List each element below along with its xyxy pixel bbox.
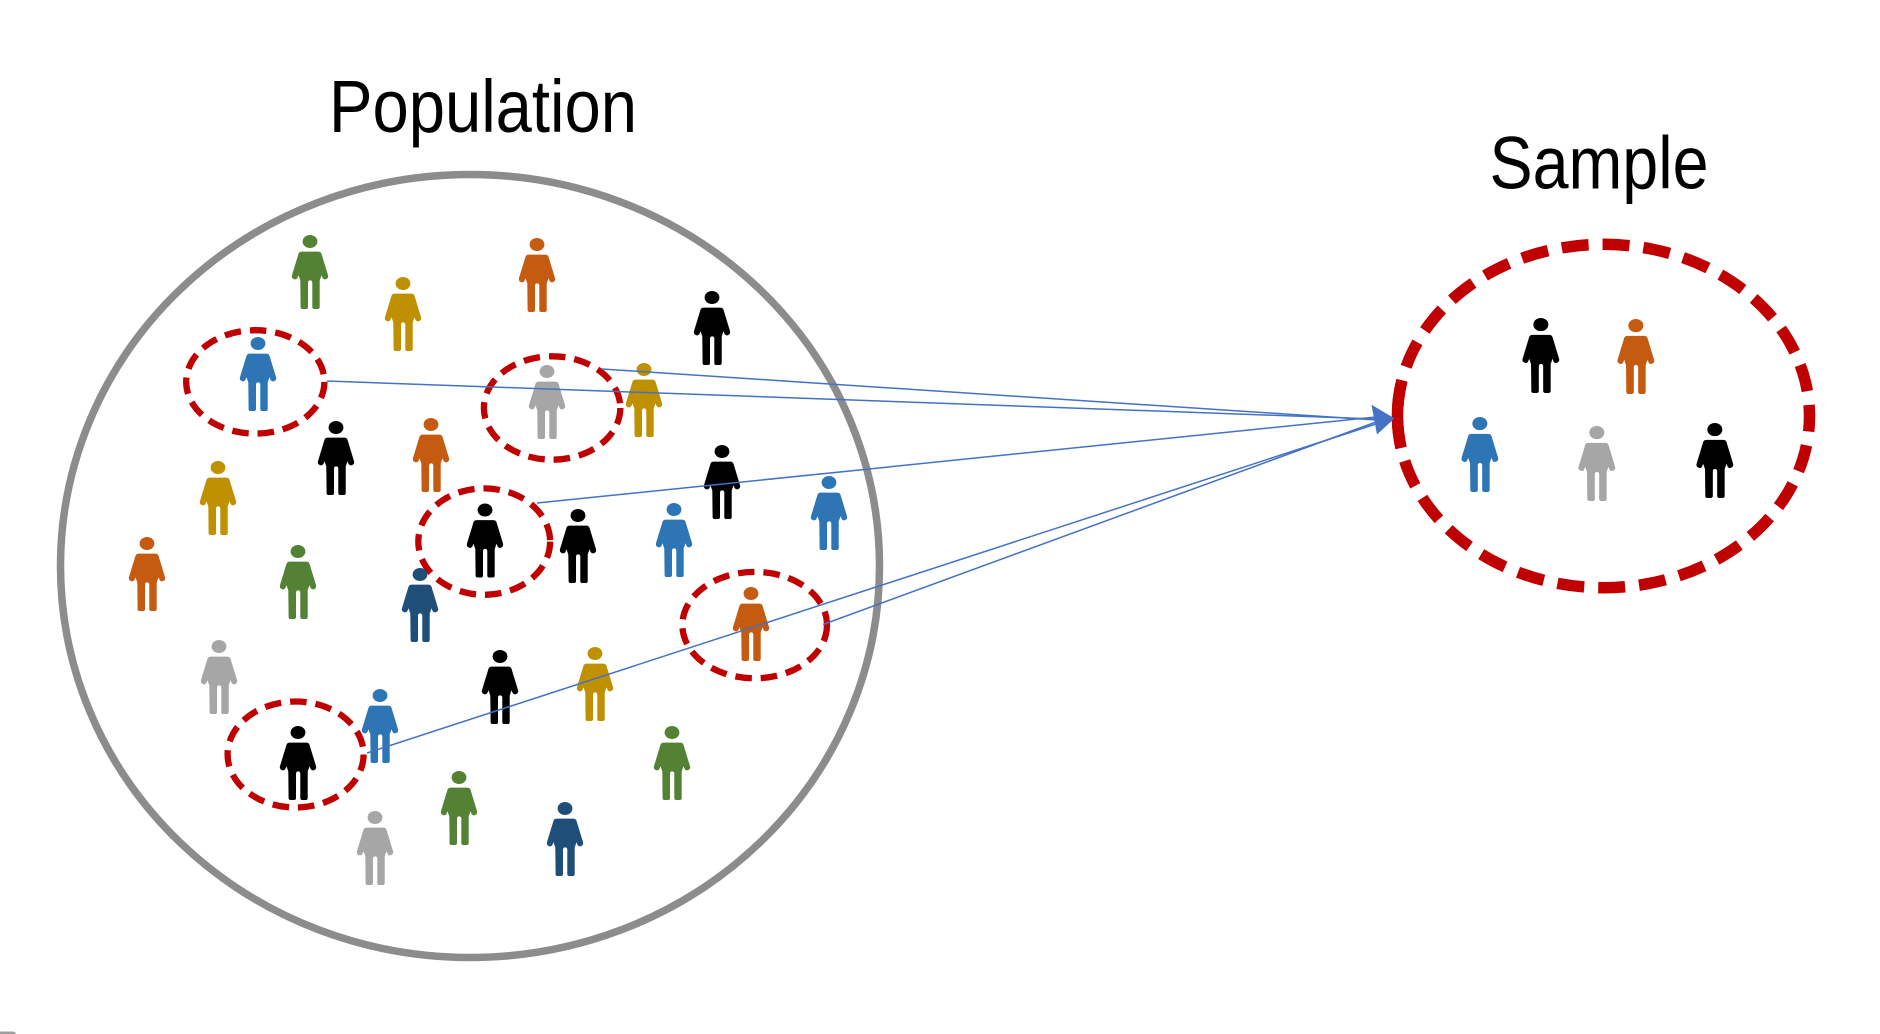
svg-text:Population: Population (329, 65, 637, 148)
svg-text:Sample: Sample (1490, 122, 1709, 205)
